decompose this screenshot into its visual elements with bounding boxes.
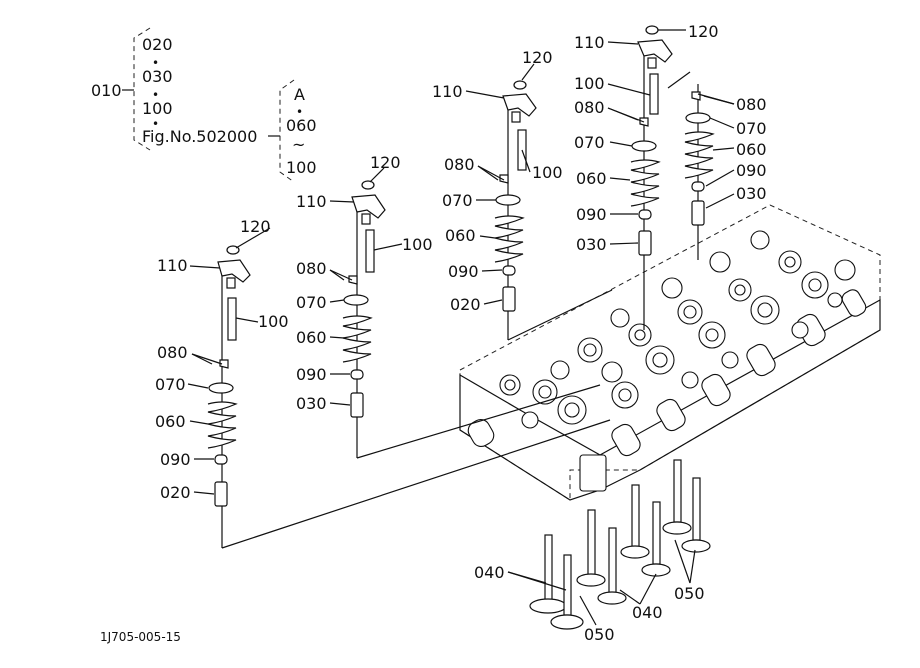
label-080-b: 080 — [296, 259, 327, 278]
valve-3 — [576, 509, 606, 587]
label-090-b: 090 — [296, 365, 327, 384]
label-020-a: 020 — [160, 483, 191, 502]
part-labels: 120 110 100 080 070 060 090 020 120 110 … — [155, 22, 767, 644]
legend: 010 020 • 030 • 100 • Fig.No.502000 A • … — [91, 27, 317, 183]
legend-dot-1: • — [152, 56, 159, 70]
legend-sub-dot: • — [296, 105, 303, 119]
valve-2 — [550, 554, 584, 630]
label-110-c: 110 — [432, 82, 463, 101]
legend-sub-1: A — [294, 85, 305, 104]
legend-dot-3: • — [152, 117, 159, 131]
label-120-a: 120 — [240, 217, 271, 236]
valve-assembly-5 — [667, 71, 715, 260]
label-060-a: 060 — [155, 412, 186, 431]
valve-1 — [529, 534, 567, 614]
legend-sub-3: 100 — [286, 158, 317, 177]
valve-assembly-4 — [630, 25, 673, 330]
label-120-b: 120 — [370, 153, 401, 172]
label-070-e: 070 — [736, 119, 767, 138]
label-090-d: 090 — [576, 205, 607, 224]
label-040-a: 040 — [474, 563, 505, 582]
label-070-c: 070 — [442, 191, 473, 210]
label-050-b: 050 — [674, 584, 705, 603]
label-100-d: 100 — [574, 74, 605, 93]
label-060-c: 060 — [445, 226, 476, 245]
label-040-b: 040 — [632, 603, 663, 622]
label-090-c: 090 — [448, 262, 479, 281]
label-120-d: 120 — [688, 22, 719, 41]
label-060-e: 060 — [736, 140, 767, 159]
valves — [529, 459, 711, 630]
valve-4 — [597, 527, 627, 605]
label-070-a: 070 — [155, 375, 186, 394]
label-090-a: 090 — [160, 450, 191, 469]
label-060-b: 060 — [296, 328, 327, 347]
legend-item-4: Fig.No.502000 — [142, 127, 257, 146]
label-030-d: 030 — [576, 235, 607, 254]
label-080-d: 080 — [574, 98, 605, 117]
cylinder-head — [459, 204, 881, 501]
label-100-c: 100 — [532, 163, 563, 182]
valve-assembly-1 — [207, 245, 611, 549]
valve-8 — [681, 477, 711, 553]
figure-code: 1J705-005-15 — [100, 630, 181, 644]
legend-main-code: 010 — [91, 81, 122, 100]
label-080-c: 080 — [444, 155, 475, 174]
label-110-d: 110 — [574, 33, 605, 52]
label-060-d: 060 — [576, 169, 607, 188]
leader-lines — [187, 29, 735, 626]
label-030-b: 030 — [296, 394, 327, 413]
label-050-a: 050 — [584, 625, 615, 644]
label-070-d: 070 — [574, 133, 605, 152]
legend-item-1: 020 — [142, 35, 173, 54]
legend-sub-2: 060 — [286, 116, 317, 135]
legend-item-3: 100 — [142, 99, 173, 118]
legend-dot-2: • — [152, 88, 159, 102]
label-100-a: 100 — [258, 312, 289, 331]
legend-item-2: 030 — [142, 67, 173, 86]
legend-sub-tilde: ~ — [292, 135, 305, 154]
label-080-e: 080 — [736, 95, 767, 114]
valve-7 — [662, 459, 692, 535]
label-070-b: 070 — [296, 293, 327, 312]
valve-assembly-2 — [342, 180, 601, 459]
label-100-b: 100 — [402, 235, 433, 254]
valve-5 — [620, 484, 650, 559]
label-110-b: 110 — [296, 192, 327, 211]
valve-6 — [641, 501, 671, 577]
label-030-e: 030 — [736, 184, 767, 203]
label-120-c: 120 — [522, 48, 553, 67]
label-080-a: 080 — [157, 343, 188, 362]
label-090-e: 090 — [736, 161, 767, 180]
label-110-a: 110 — [157, 256, 188, 275]
label-020-c: 020 — [450, 295, 481, 314]
